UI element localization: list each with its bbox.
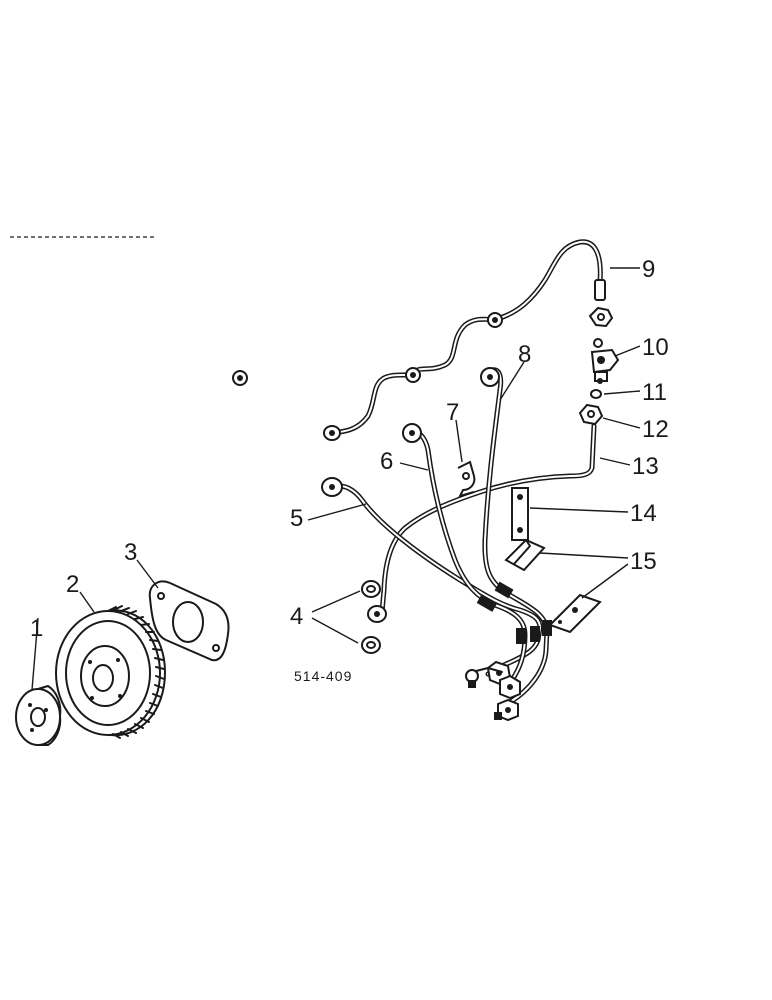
callout-labels: 1 2 3 4 5 6 7 8 9 10 11 12 13 14 15 <box>30 256 669 642</box>
part-15-clamps <box>504 538 602 634</box>
callout-13: 13 <box>632 453 659 480</box>
hex-nut <box>588 306 614 328</box>
part-11-washer <box>590 389 602 399</box>
callout-4: 4 <box>290 603 303 630</box>
leader-lines <box>31 267 641 691</box>
part-2-gear <box>55 605 166 739</box>
part-1-hub <box>15 685 62 746</box>
callout-15: 15 <box>630 548 657 575</box>
part-13-overflow-pipe <box>367 423 597 623</box>
pipe-sleeves <box>476 581 552 644</box>
part-9-injector-pipe <box>232 239 606 441</box>
part-7-clip <box>457 460 476 498</box>
callout-8: 8 <box>518 341 531 368</box>
part-5-injector-pipe <box>321 477 543 677</box>
callout-1: 1 <box>30 615 43 642</box>
callout-5: 5 <box>290 505 303 532</box>
part-8-injector-pipe <box>480 367 550 705</box>
part-4-washers <box>361 580 381 654</box>
callout-2: 2 <box>66 571 79 598</box>
callout-10: 10 <box>642 334 669 361</box>
callout-11: 11 <box>642 379 667 406</box>
diagram-code: 514-409 <box>294 668 352 684</box>
part-12-nut <box>578 403 604 426</box>
part-10-banjo-fitting <box>590 338 620 384</box>
part-14-plate <box>511 487 529 541</box>
callout-14: 14 <box>630 500 657 527</box>
callout-7: 7 <box>446 399 459 426</box>
nozzle-fittings <box>465 660 521 722</box>
callout-12: 12 <box>642 416 669 443</box>
part-3-gasket <box>148 580 230 662</box>
callout-9: 9 <box>642 256 655 283</box>
callout-6: 6 <box>380 448 393 475</box>
callout-3: 3 <box>124 539 137 566</box>
